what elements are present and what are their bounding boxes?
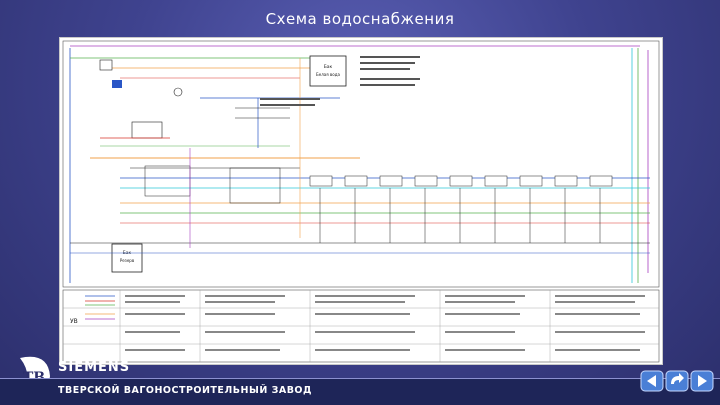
legend-text-lines xyxy=(125,295,645,351)
consumer-units xyxy=(309,175,613,187)
top-annotations xyxy=(260,56,420,106)
svg-text:Резерв: Резерв xyxy=(120,258,135,263)
diagram-canvas: Бак Белая вода Бак Резерв xyxy=(62,40,660,363)
slide-title: Схема водоснабжения xyxy=(265,10,455,28)
pump-icon xyxy=(112,80,122,88)
water-supply-diagram: Бак Белая вода Бак Резерв xyxy=(59,37,663,365)
valve-icon xyxy=(173,87,183,97)
svg-text:Бак: Бак xyxy=(324,64,333,70)
legend-tag: УВ xyxy=(70,318,78,325)
return-icon[interactable] xyxy=(665,370,689,392)
footer-bar xyxy=(0,379,720,405)
consumer-drops xyxy=(319,188,601,243)
company-name: ТВЕРСКОЙ ВАГОНОСТРОИТЕЛЬНЫЙ ЗАВОД xyxy=(58,385,312,396)
arrow-left-icon[interactable] xyxy=(640,370,664,392)
filter-block xyxy=(144,165,191,197)
diagram-frame xyxy=(62,40,660,288)
tank-reserve xyxy=(111,243,143,273)
legend-lines xyxy=(85,295,115,320)
tank-main xyxy=(309,55,347,87)
pump-station-block xyxy=(229,167,281,204)
brand-name: SIEMENS xyxy=(58,360,131,375)
footer-divider xyxy=(0,378,720,379)
svg-text:Белая вода: Белая вода xyxy=(316,72,340,77)
heater-block xyxy=(99,59,113,71)
boiler-block xyxy=(131,121,163,139)
arrow-right-icon[interactable] xyxy=(690,370,714,392)
